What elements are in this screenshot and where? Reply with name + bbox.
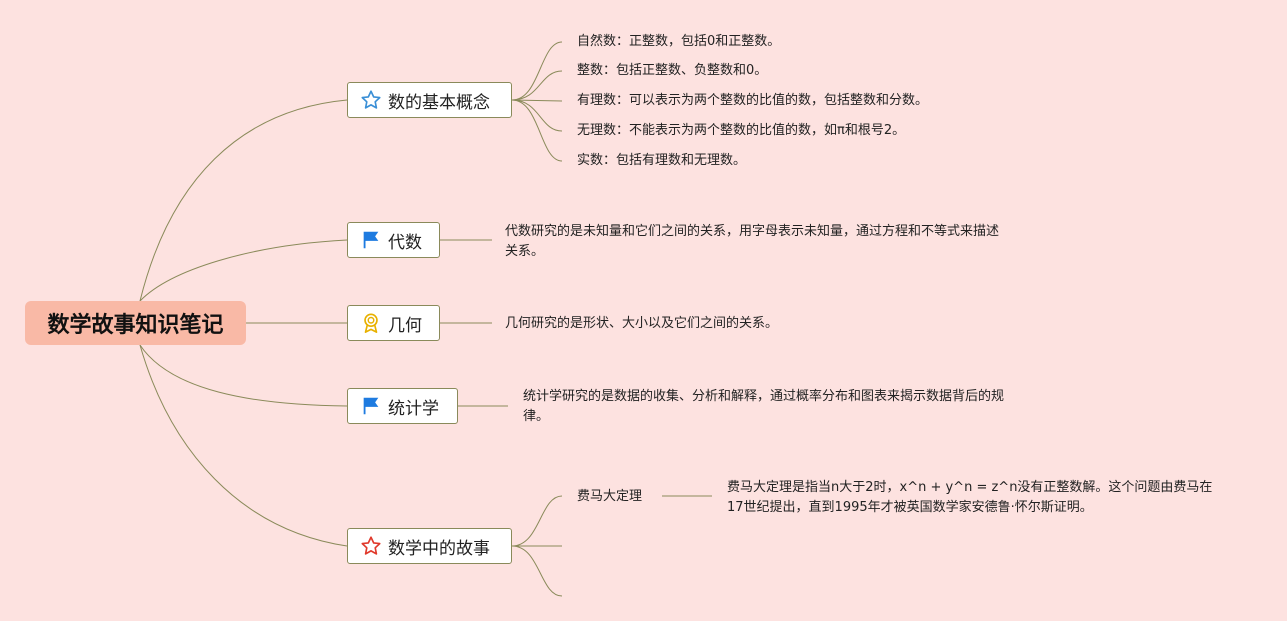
leaf-fermat-last-theorem[interactable]: 费马大定理 — [577, 489, 643, 504]
fermat-description[interactable]: 费马大定理是指当n大于2时，x^n + y^n = z^n没有正整数解。这个问题… — [727, 480, 1213, 515]
topic-label: 几何 — [388, 315, 422, 336]
leaf-real-numbers[interactable]: 实数：包括有理数和无理数。 — [577, 153, 747, 168]
geometry-description[interactable]: 几何研究的是形状、大小以及它们之间的关系。 — [505, 316, 779, 331]
star-outline-red-icon — [360, 535, 382, 557]
topic-label: 数学中的故事 — [388, 538, 490, 559]
algebra-description[interactable]: 代数研究的是未知量和它们之间的关系，用字母表示未知量，通过方程和不等式来描述关系… — [505, 224, 1000, 259]
root-title: 数学故事知识笔记 — [47, 313, 224, 338]
leaf-rational-numbers[interactable]: 有理数：可以表示为两个整数的比值的数，包括整数和分数。 — [577, 93, 929, 108]
flag-icon — [360, 229, 382, 251]
award-ribbon-icon — [360, 312, 382, 334]
topic-algebra[interactable]: 代数 — [347, 222, 440, 258]
topic-number-concepts[interactable]: 数的基本概念 — [347, 82, 512, 118]
flag-icon — [360, 395, 382, 417]
topic-label: 数的基本概念 — [388, 92, 490, 113]
topic-geometry[interactable]: 几何 — [347, 305, 440, 341]
root-topic[interactable]: 数学故事知识笔记 — [25, 301, 246, 345]
star-outline-icon — [360, 89, 382, 111]
leaf-irrational-numbers[interactable]: 无理数：不能表示为两个整数的比值的数，如π和根号2。 — [577, 123, 906, 138]
topic-label: 代数 — [388, 232, 422, 253]
topic-label: 统计学 — [388, 398, 439, 419]
statistics-description[interactable]: 统计学研究的是数据的收集、分析和解释，通过概率分布和图表来揭示数据背后的规律。 — [523, 389, 1005, 424]
topic-statistics[interactable]: 统计学 — [347, 388, 458, 424]
leaf-natural-numbers[interactable]: 自然数：正整数，包括0和正整数。 — [577, 34, 781, 49]
topic-math-stories[interactable]: 数学中的故事 — [347, 528, 512, 564]
leaf-integers[interactable]: 整数：包括正整数、负整数和0。 — [577, 63, 768, 78]
